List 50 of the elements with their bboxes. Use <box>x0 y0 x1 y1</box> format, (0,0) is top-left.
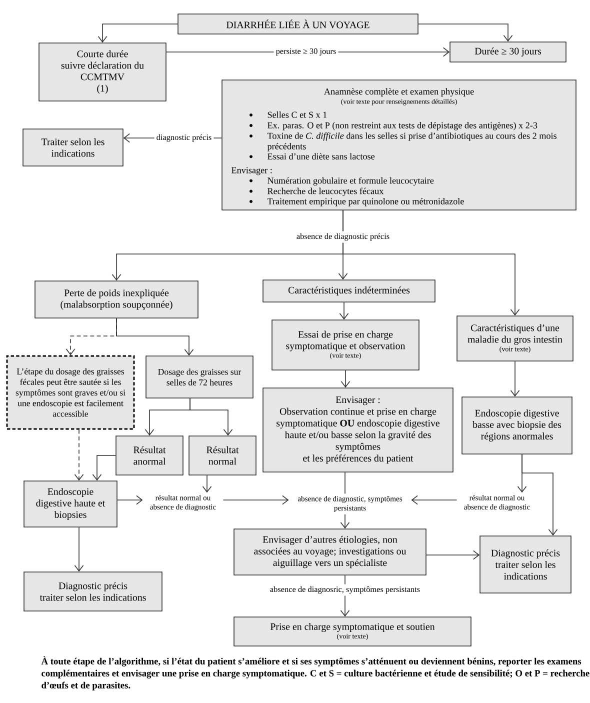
arrow <box>340 370 350 388</box>
arrow <box>222 495 289 505</box>
process-box: Résultat anormal <box>116 436 184 476</box>
process-box <box>222 80 576 210</box>
process-box: Endoscopie digestive haute et biopsies <box>24 480 118 528</box>
process-box: Traiter selon les indications <box>22 128 124 166</box>
list-item: Traitement empirique par quinolone ou métronidazole <box>267 198 464 206</box>
list-item: Numération gobulaire et formule leucocytaire <box>268 177 434 186</box>
arrow <box>74 527 84 572</box>
edge-label: absence de diagnosric, symptômes persistants <box>268 584 422 596</box>
arrow <box>510 361 520 397</box>
process-box: Dosage des graisses sur selles de 72 heures <box>146 356 254 398</box>
list-item: Essai d’une diète sans lactose <box>268 153 375 160</box>
arrow <box>411 495 458 505</box>
arrow <box>342 210 520 316</box>
list-item: Selles C et S x 1 <box>268 112 327 118</box>
edge-label: persiste ≥ 30 jours <box>274 46 338 58</box>
edge-label: diagnostic précis <box>154 132 214 144</box>
process-box: Endoscopie digestive basse avec biopsie des régions anormales <box>462 396 572 454</box>
heading: Anamnèse complète et examen physique <box>324 88 474 96</box>
note-box: L’étape du dosage des graisses fécales peut être sautée si les symptômes sont graves et/ou si une endoscopie est facilement accessible <box>6 355 135 430</box>
arrow <box>116 318 194 356</box>
process-box: Durée ≥ 30 jours <box>450 42 566 62</box>
edge-label: absence de diagnostic précis <box>294 231 392 243</box>
process-box: Diagnostic précis traiter selon les indications <box>480 536 572 594</box>
arrow <box>418 24 513 42</box>
connector-line <box>344 472 346 494</box>
arrow <box>92 455 116 481</box>
process-box: Envisager d’autres étiologies, non associées au voyage; investigations ou aiguillage vers un spécialiste <box>234 528 426 576</box>
arrow <box>340 514 350 529</box>
footnote: À toute étape de l’algorithme, si l’état du patient s’améliore et si ses symptômes s’atténuent ou deviennent bénins, reporter les examens complémentaires et envisager une prise en charge symptomatique. C et S = culture bactérienne et étude de sensibilité; O et P = recherche d’œufs et de parasites. <box>41 656 590 690</box>
list-item: Recherche de leucocytes fécaux <box>268 188 384 196</box>
arrow <box>522 454 558 536</box>
process-box: Caractéristiques indéterminées <box>262 280 436 302</box>
list-item: Toxine de C. difficile dans les selles si prise d’antibiotiques au cours des 2 mois précédents <box>267 132 556 152</box>
process-box: Perte de poids inexpliquée (malabsorption soupçonnée) <box>34 280 198 318</box>
arrow <box>190 398 233 436</box>
start-box: DIARRHÉE LIÉE À UN VOYAGE <box>178 14 418 34</box>
arrow <box>74 429 84 481</box>
arrow <box>98 24 178 43</box>
list-heading: Envisager : <box>232 167 272 176</box>
process-box: Résultat normal <box>188 436 256 476</box>
arrow <box>117 495 143 505</box>
arrow <box>426 550 480 560</box>
process-box: Courte durée suivre déclaration du CCMTMV (1) <box>38 42 166 102</box>
arrow <box>202 475 212 493</box>
process-box: Diagnostic précis traiter selon les indications <box>24 572 162 612</box>
list-item: Ex. paras. O et P (non restreint aux tests de dépistage des antigènes) x 2-3 <box>268 122 538 130</box>
arrow <box>339 302 349 320</box>
process-box: Envisager : Observation continue et prise en charge symptomatique OU endoscopie digestive haute et/ou basse selon la gravité des symptômes et les préférences du patient <box>262 388 454 472</box>
